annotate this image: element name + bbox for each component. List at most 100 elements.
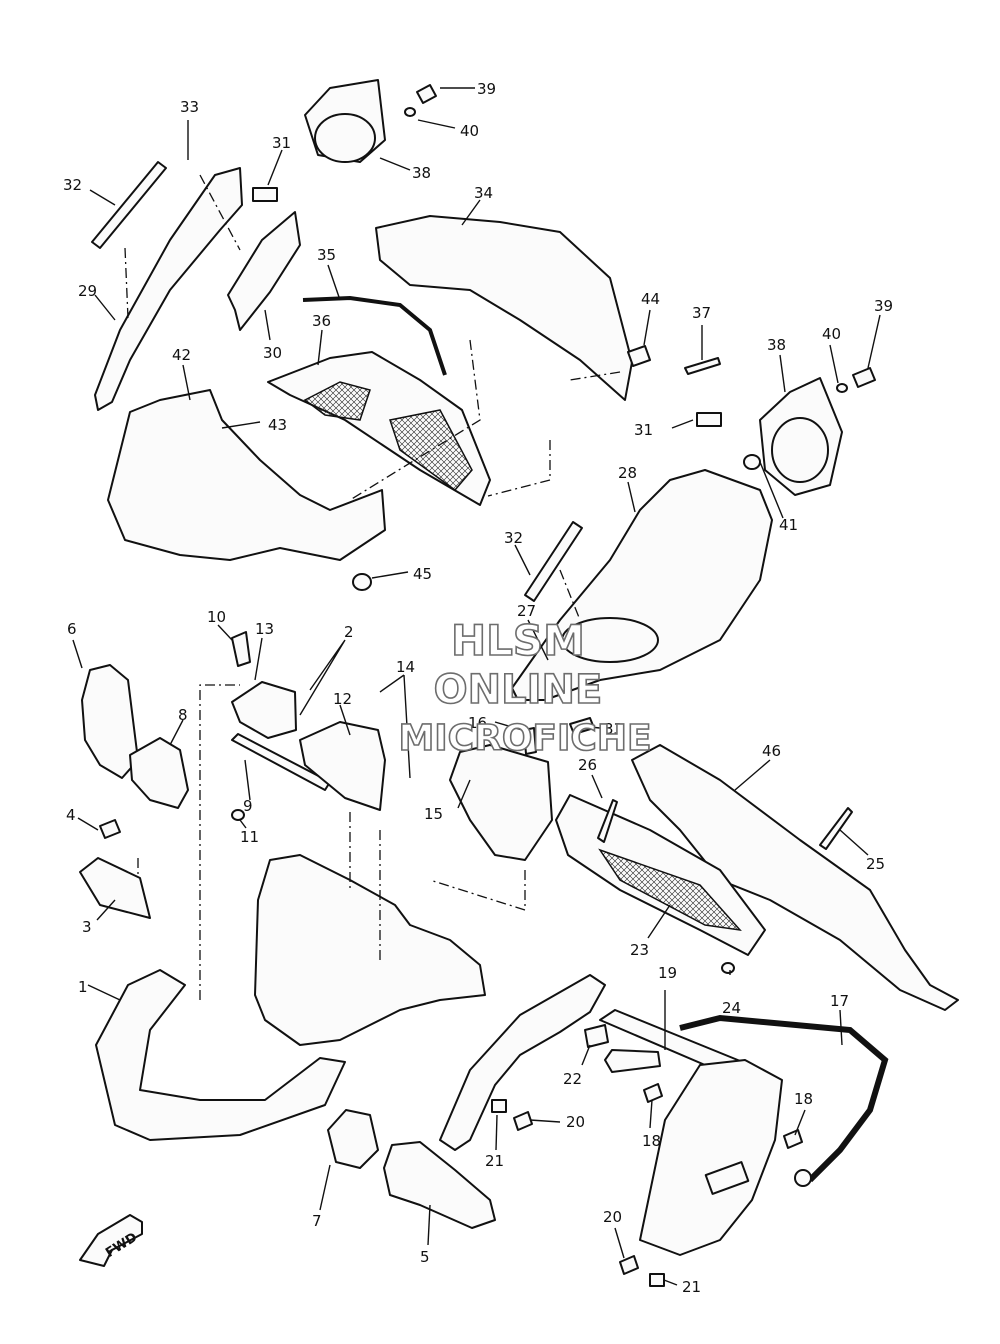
watermark-line1: HLSM	[451, 616, 585, 665]
callout-37: 37	[692, 304, 711, 322]
callout-30: 30	[263, 344, 282, 362]
watermark-line2: ONLINE	[434, 667, 603, 713]
callout-33-right: 33	[604, 720, 623, 738]
rivet-26	[597, 799, 618, 843]
cover-7	[327, 1109, 379, 1169]
callout-4: 4	[66, 806, 76, 824]
pipe-end-17	[794, 1169, 812, 1187]
part-drawings	[79, 79, 959, 1287]
callout-16: 16	[468, 714, 487, 732]
callout-15: 15	[424, 805, 443, 823]
callout-7: 7	[312, 1212, 322, 1230]
frame-rail-19	[439, 974, 606, 1151]
watermark-line3: MICROFICHE	[398, 718, 651, 759]
muffler-cap-38-right-ring	[771, 417, 829, 483]
rivet-37	[684, 357, 721, 375]
strip-32-upper	[91, 161, 167, 249]
callout-21-bottom: 21	[682, 1278, 701, 1296]
bolt-18-b	[783, 1129, 803, 1149]
bracket-12	[299, 721, 386, 811]
right-lower-cowl	[639, 1059, 783, 1256]
nut-11	[231, 809, 245, 821]
screw-16	[523, 727, 537, 755]
callout-31-upper: 31	[272, 134, 291, 152]
callout-20-center: 20	[566, 1113, 585, 1131]
assembly-lines	[124, 174, 621, 1000]
clip-21-b	[649, 1273, 665, 1287]
nut-41	[743, 454, 761, 470]
callout-40-right: 40	[822, 325, 841, 343]
callout-22: 22	[563, 1070, 582, 1088]
callout-9: 9	[243, 797, 253, 815]
callout-38-right: 38	[767, 336, 786, 354]
lower-cowl-1	[95, 969, 346, 1141]
callout-43: 43	[268, 416, 287, 434]
callout-8: 8	[178, 706, 188, 724]
cover-15	[449, 744, 553, 861]
callout-42: 42	[172, 346, 191, 364]
callout-13: 13	[255, 620, 274, 638]
leader-lines	[72, 87, 881, 1286]
callout-18-center: 18	[642, 1132, 661, 1150]
callout-29: 29	[78, 282, 97, 300]
callout-34: 34	[474, 184, 493, 202]
callout-19: 19	[658, 964, 677, 982]
nut-45	[352, 573, 372, 591]
watermark: HLSM ONLINE MICROFICHE	[398, 615, 653, 760]
callout-32-upper: 32	[63, 176, 82, 194]
callout-36: 36	[312, 312, 331, 330]
boot-5	[383, 1141, 496, 1229]
strip-32-right	[524, 521, 583, 602]
callout-44: 44	[641, 290, 660, 308]
side-panel-46	[631, 744, 959, 1011]
guard-pipe-17	[679, 1014, 889, 1183]
callout-11: 11	[240, 828, 259, 846]
pipe-22	[604, 1049, 661, 1073]
callout-12: 12	[333, 690, 352, 708]
callout-39-upper: 39	[477, 80, 496, 98]
callout-35: 35	[317, 246, 336, 264]
mesh-36-b	[389, 409, 473, 492]
bolt-10	[231, 631, 251, 667]
callout-labels: 1 2 3 4 5 6 7 8 9 10 11 12 13 14 15 16 1…	[63, 80, 893, 1296]
callout-18-right: 18	[794, 1090, 813, 1108]
bracket-13	[231, 681, 297, 739]
bolt-39-right	[852, 367, 876, 388]
callout-40-upper: 40	[460, 122, 479, 140]
callout-10: 10	[207, 608, 226, 626]
callout-39-right: 39	[874, 297, 893, 315]
clip-24	[721, 962, 735, 974]
callout-1: 1	[78, 978, 88, 996]
cowling-34	[375, 215, 633, 401]
frame	[254, 854, 486, 1046]
collar-22	[584, 1024, 609, 1048]
bolt-39-upper	[416, 84, 437, 104]
callout-26: 26	[578, 756, 597, 774]
bolt-4	[99, 819, 121, 839]
callout-31-right: 31	[634, 421, 653, 439]
callout-45: 45	[413, 565, 432, 583]
muffler-outlet	[561, 617, 659, 663]
callout-21-center: 21	[485, 1152, 504, 1170]
callout-28: 28	[618, 464, 637, 482]
panel-30	[227, 211, 301, 331]
pad-31-upper	[252, 187, 278, 202]
bolt-44	[627, 345, 651, 367]
callout-33-upper: 33	[180, 98, 199, 116]
callout-23: 23	[630, 941, 649, 959]
callout-3: 3	[82, 918, 92, 936]
clip-21-a	[491, 1099, 507, 1113]
callout-14: 14	[396, 658, 415, 676]
muffler-27-28	[511, 469, 773, 701]
plate-8	[129, 737, 189, 809]
bolt-20-b	[619, 1255, 639, 1275]
callout-17: 17	[830, 992, 849, 1010]
pad-31-right	[696, 412, 722, 427]
washer-40-right	[836, 383, 848, 393]
rubber-strip-35	[302, 295, 447, 376]
side-cover-29	[94, 167, 243, 411]
callout-32-right: 32	[504, 529, 523, 547]
mesh-36-a	[303, 381, 371, 421]
